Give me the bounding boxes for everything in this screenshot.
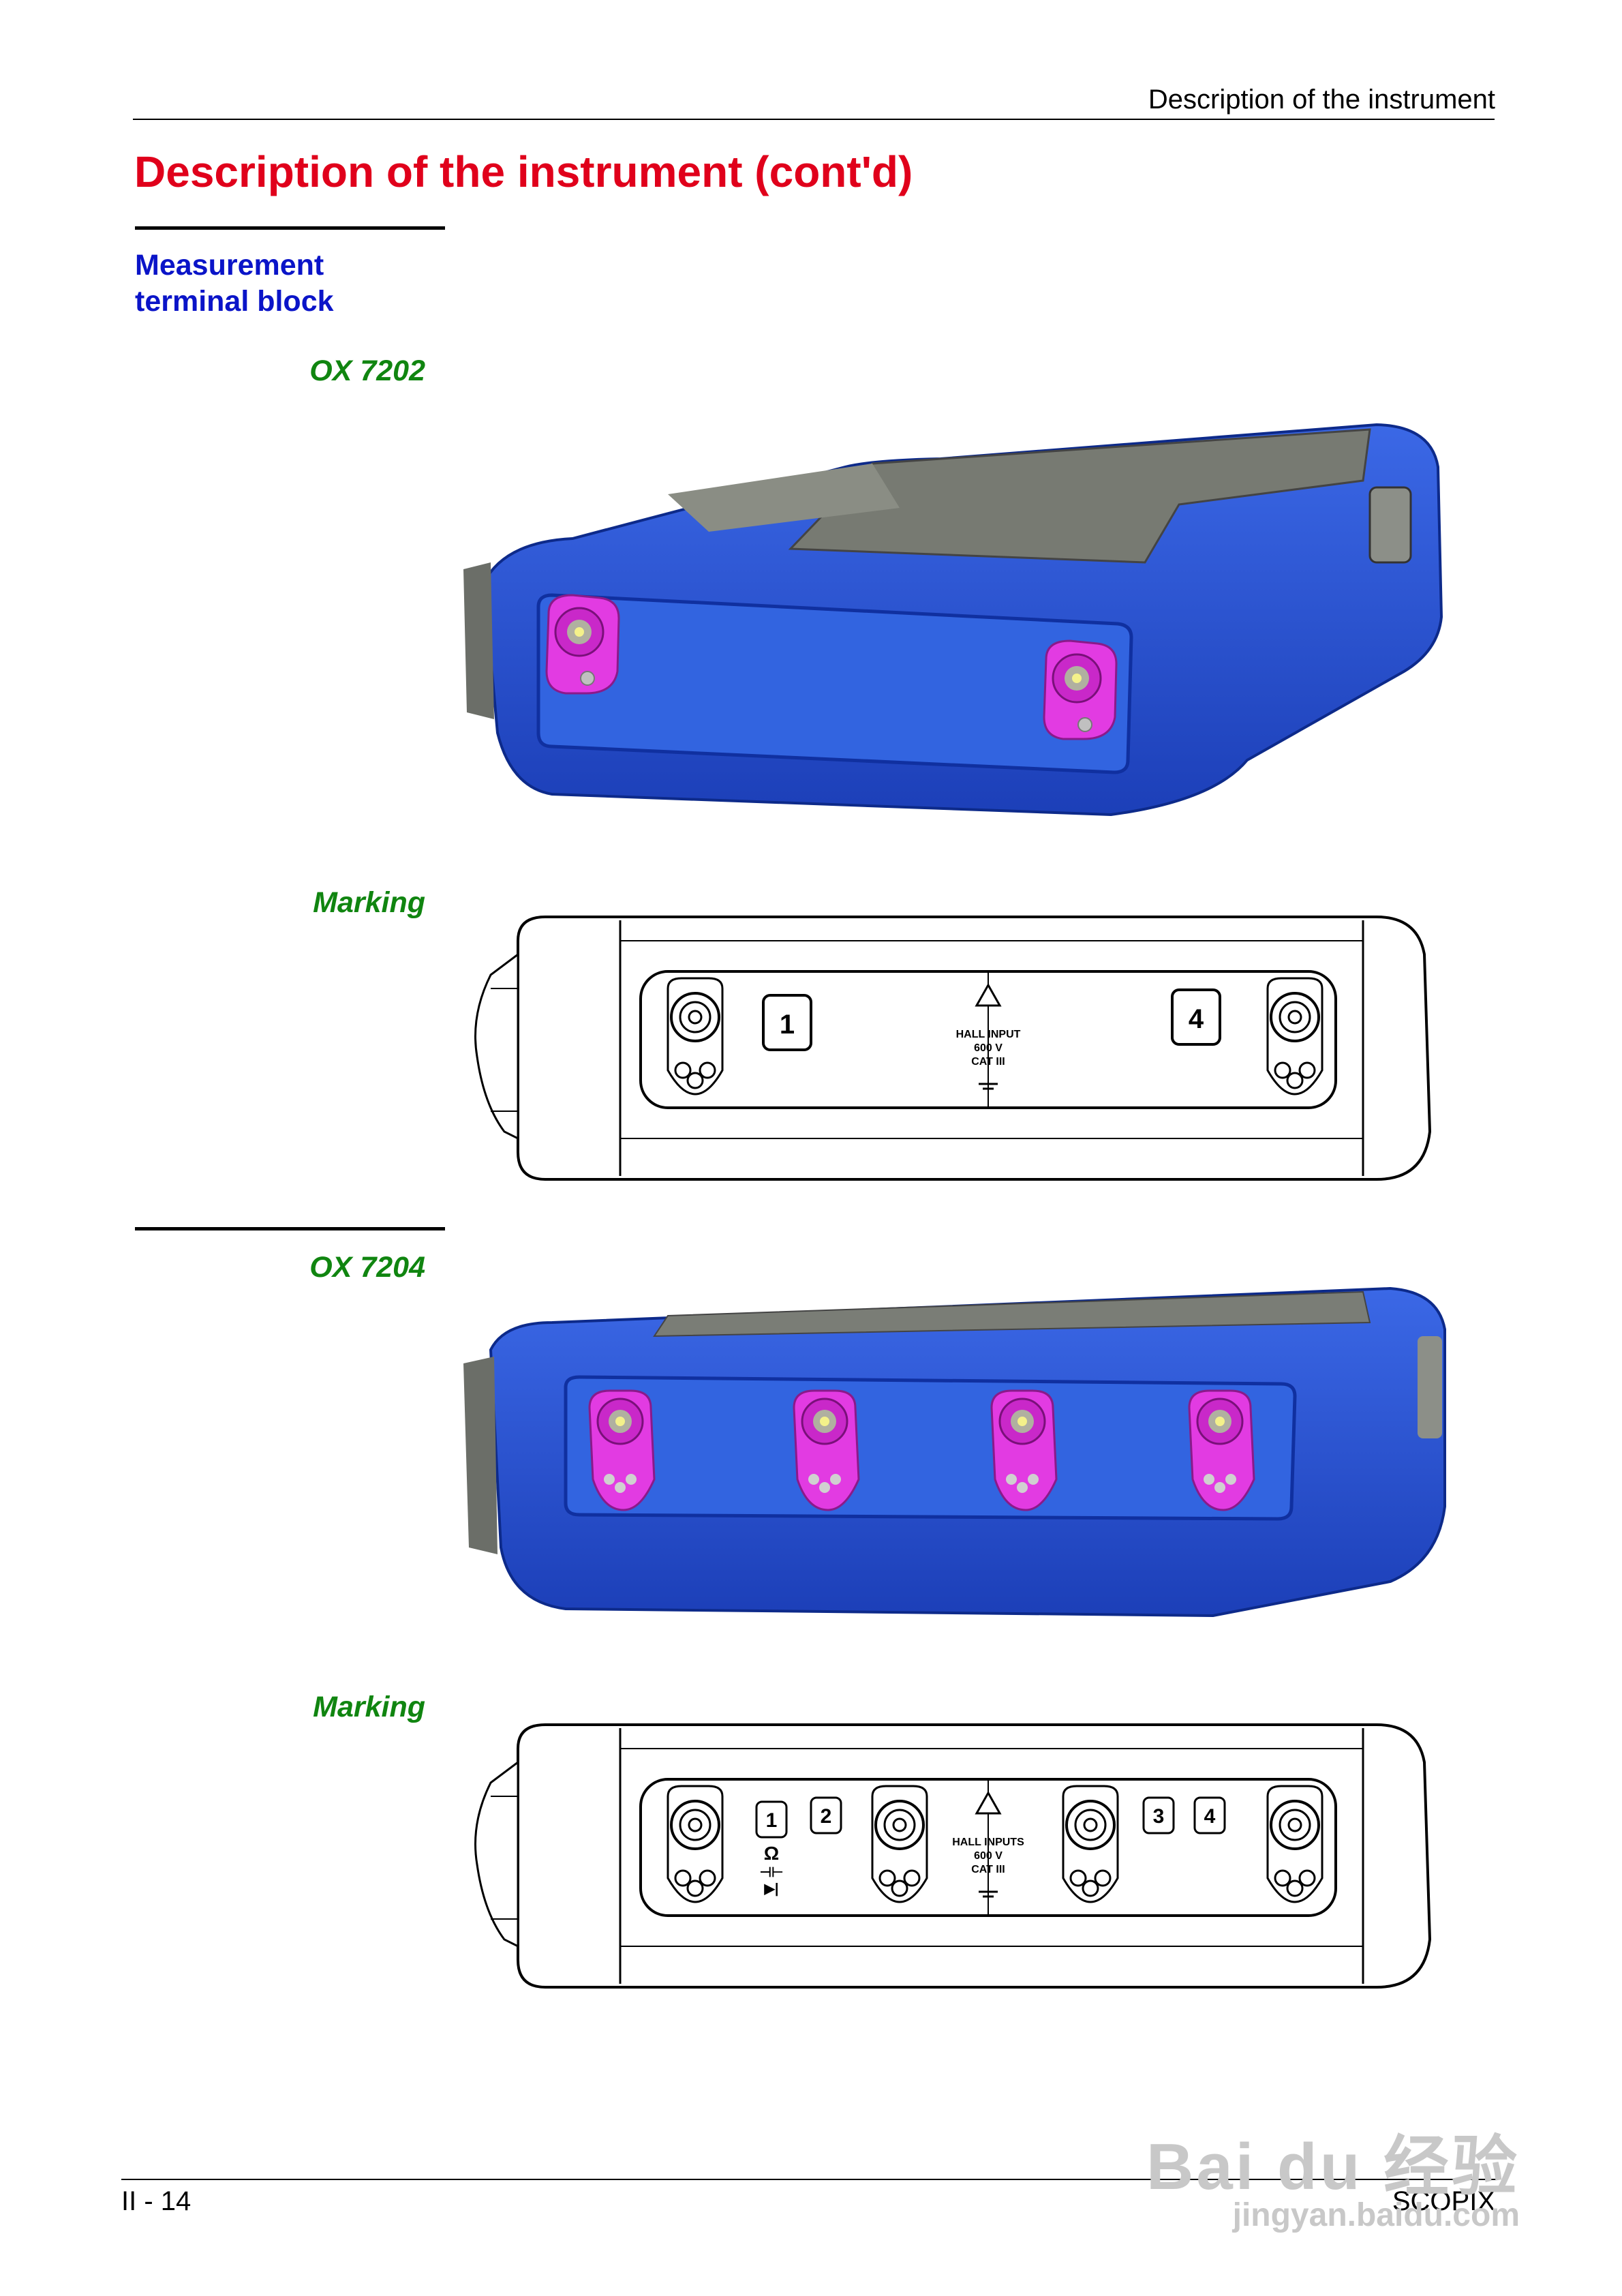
- ox7202-marking-warning-3: CAT III: [971, 1056, 1005, 1068]
- warning-triangle-icon: [975, 1790, 1002, 1815]
- diode-symbol: ▶|: [764, 1882, 779, 1897]
- page-title: Description of the instrument (cont'd): [134, 147, 913, 196]
- section-rule: [135, 226, 445, 230]
- ohm-symbol: Ω: [764, 1843, 779, 1864]
- ox7202-marking-warning-1: HALL INPUT: [956, 1029, 1021, 1040]
- ox7204-marking-bnc-2: [871, 1785, 928, 1903]
- ox7204-terminal-4: [1188, 1389, 1255, 1511]
- figure-label-ox7204-marking: Marking: [313, 1691, 425, 1723]
- watermark-logo: Bai du 经验: [1146, 2130, 1520, 2203]
- ox7204-marking-channel-2: 2: [821, 1805, 832, 1828]
- footer-rule: [121, 2179, 1497, 2180]
- section-rule-2: [135, 1227, 445, 1230]
- ox7204-marking-bnc-4: [1266, 1785, 1323, 1903]
- warning-triangle-icon: [975, 982, 1002, 1007]
- running-header: Description of the instrument: [1148, 85, 1495, 115]
- ox7202-marking-channel-4: 4: [1189, 1004, 1204, 1034]
- section-heading: Measurement terminal block: [135, 247, 334, 320]
- ox7204-marking-bnc-1: [667, 1785, 724, 1903]
- ox7204-marking-warning-2: 600 V: [974, 1850, 1003, 1862]
- ground-icon: [979, 1083, 998, 1090]
- page-number: II - 14: [121, 2186, 192, 2216]
- ox7204-terminal-3: [990, 1389, 1058, 1511]
- ox7204-marking-warning-3: CAT III: [971, 1864, 1005, 1875]
- ox7202-terminal-1: [545, 594, 620, 695]
- ox7204-marking-drawing: 1 2 Ω ⊣⊢ ▶| 3 4 HALL INPUTS 600 V CAT II…: [463, 1721, 1452, 2001]
- figure-label-ox7202: OX 7202: [309, 354, 425, 387]
- watermark-url: jingyan.baidu.com: [1232, 2197, 1520, 2233]
- ox7202-marking-drawing: 1 4 HALL INPUT 600 V CAT III: [463, 913, 1452, 1193]
- capacitor-symbol: ⊣⊢: [760, 1865, 784, 1880]
- ox7202-photo: [463, 378, 1458, 832]
- ox7202-marking-bnc-1: [667, 977, 724, 1096]
- ground-icon: [979, 1890, 998, 1898]
- header-rule: [133, 119, 1495, 120]
- section-heading-line1: Measurement: [135, 249, 324, 282]
- ox7204-marking-channel-3: 3: [1153, 1805, 1165, 1828]
- ox7204-marking-warning-1: HALL INPUTS: [952, 1837, 1024, 1848]
- ox7202-marking-bnc-4: [1266, 977, 1323, 1096]
- ox7204-marking-channel-4: 4: [1204, 1805, 1216, 1828]
- ox7202-marking-channel-1: 1: [780, 1010, 795, 1040]
- ox7202-terminal-4: [1043, 639, 1118, 740]
- section-heading-line2: terminal block: [135, 285, 334, 318]
- figure-label-ox7204: OX 7204: [309, 1251, 425, 1284]
- ox7204-terminal-2: [793, 1389, 860, 1511]
- ox7204-marking-bnc-3: [1062, 1785, 1119, 1903]
- figure-label-ox7202-marking: Marking: [313, 886, 425, 919]
- ox7204-photo: [463, 1275, 1458, 1622]
- ox7204-terminal-1: [588, 1389, 656, 1511]
- product-name: SCOPIX: [1392, 2186, 1495, 2216]
- ox7204-marking-channel-1: 1: [766, 1809, 778, 1832]
- ox7202-marking-warning-2: 600 V: [974, 1042, 1003, 1054]
